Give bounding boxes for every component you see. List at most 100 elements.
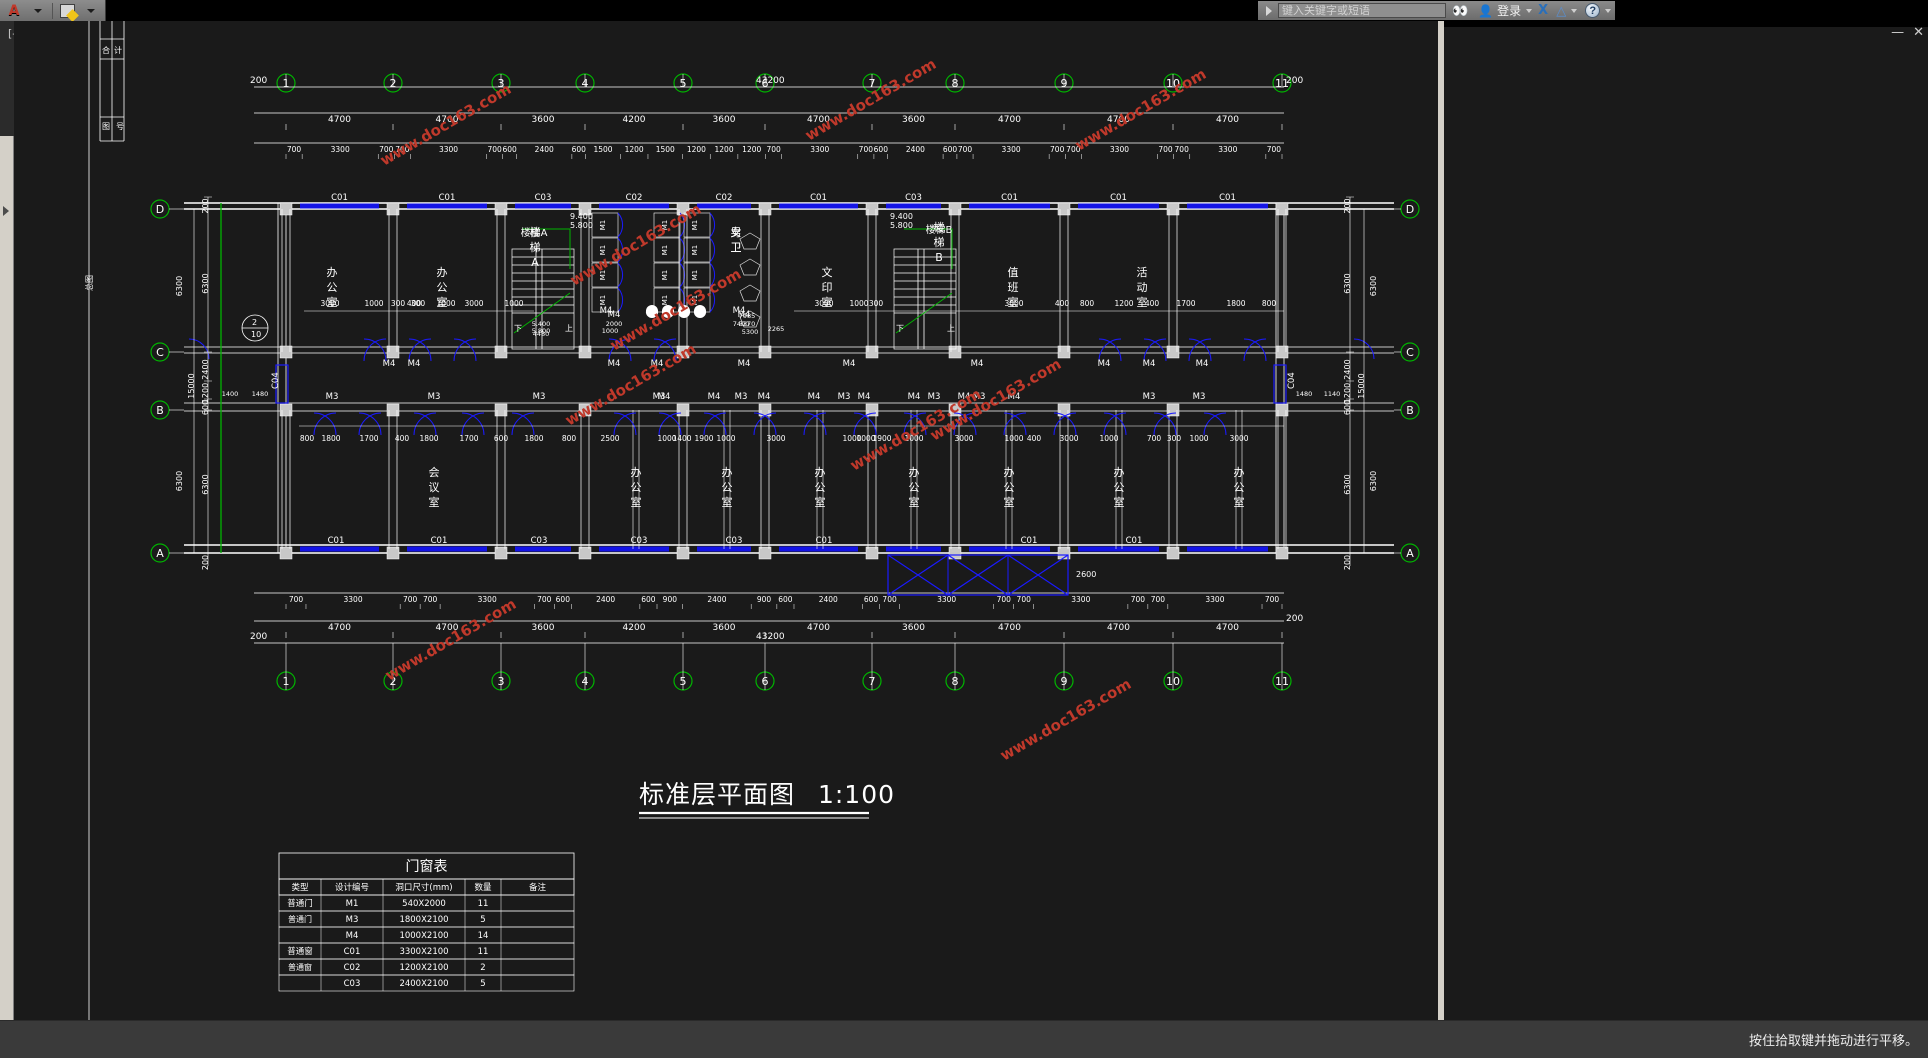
svg-text:3300: 3300 xyxy=(331,145,350,154)
account-chevron-down-icon[interactable] xyxy=(1526,8,1533,13)
door-swing-arcs xyxy=(188,338,1375,436)
drawing-title: 标准层平面图 xyxy=(639,780,795,809)
svg-text:1000: 1000 xyxy=(602,327,619,335)
room-label: 公 xyxy=(631,481,642,494)
svg-text:M3: M3 xyxy=(326,392,339,402)
schedule-cell: M4 xyxy=(346,931,359,941)
svg-text:700: 700 xyxy=(1158,145,1173,154)
help-chevron-down-icon[interactable] xyxy=(1605,8,1612,13)
svg-text:4700: 4700 xyxy=(1216,623,1239,633)
svg-text:1000: 1000 xyxy=(1004,434,1023,443)
svg-text:200: 200 xyxy=(1286,76,1303,86)
svg-text:6300: 6300 xyxy=(175,276,184,296)
user-avatar-icon[interactable]: 👤 xyxy=(1478,3,1494,18)
detail-reference-bubble[interactable]: 2 10 xyxy=(241,314,269,342)
svg-text:M1: M1 xyxy=(599,295,607,306)
svg-text:700: 700 xyxy=(882,595,897,604)
cloud-chevron-down-icon[interactable] xyxy=(1571,8,1578,13)
svg-text:2500: 2500 xyxy=(600,434,619,443)
schedule-cell: M1 xyxy=(346,899,359,909)
svg-text:1480: 1480 xyxy=(252,390,269,398)
svg-text:400: 400 xyxy=(395,434,410,443)
svg-text:200: 200 xyxy=(201,555,210,570)
help-icon[interactable]: ? xyxy=(1585,3,1601,18)
chevron-down-icon xyxy=(87,8,95,13)
search-icon[interactable]: 👀 xyxy=(1452,3,1469,18)
svg-text:1000: 1000 xyxy=(364,299,383,308)
svg-text:4700: 4700 xyxy=(1216,115,1239,125)
svg-text:700: 700 xyxy=(1066,145,1081,154)
svg-text:4200: 4200 xyxy=(623,115,646,125)
search-input[interactable]: 键入关键字或短语 xyxy=(1278,3,1446,18)
room-label: 公 xyxy=(1234,481,1245,494)
svg-text:400: 400 xyxy=(1055,299,1070,308)
svg-text:3300: 3300 xyxy=(439,145,458,154)
svg-text:700: 700 xyxy=(766,145,781,154)
sign-in-button[interactable]: 登录 xyxy=(1497,4,1522,18)
svg-text:600: 600 xyxy=(943,145,958,154)
close-icon[interactable]: ✕ xyxy=(1913,24,1924,40)
drawing-title-block: 标准层平面图 1:100 xyxy=(639,780,894,819)
svg-text:3300: 3300 xyxy=(1110,145,1129,154)
room-label: 室 xyxy=(1008,295,1019,309)
panel-expand-icon[interactable] xyxy=(3,206,9,216)
structural-columns xyxy=(279,202,1289,560)
svg-text:600: 600 xyxy=(502,145,517,154)
svg-text:3300: 3300 xyxy=(1002,145,1021,154)
svg-text:700: 700 xyxy=(1131,595,1146,604)
svg-text:下: 下 xyxy=(896,324,904,333)
exchange-app-icon[interactable]: X xyxy=(1538,3,1549,18)
svg-text:300: 300 xyxy=(391,299,406,308)
schedule-cell: 540X2000 xyxy=(402,899,446,909)
minimize-icon[interactable]: — xyxy=(1891,24,1905,40)
svg-text:M1: M1 xyxy=(661,220,669,231)
svg-text:15000: 15000 xyxy=(1357,373,1366,398)
svg-text:1000: 1000 xyxy=(657,434,676,443)
svg-text:700: 700 xyxy=(859,145,874,154)
svg-text:4700: 4700 xyxy=(807,115,830,125)
svg-text:5.800: 5.800 xyxy=(532,327,551,335)
schedule-cell: 3300X2100 xyxy=(399,947,448,957)
autodesk-360-icon[interactable]: △ xyxy=(1556,2,1567,18)
dimension-chain-top: 43200 200 200 xyxy=(250,76,1303,144)
stair-b: 9.400 5.800 下 上 xyxy=(890,212,957,350)
svg-text:M3: M3 xyxy=(735,392,748,402)
svg-text:M4: M4 xyxy=(908,392,921,402)
svg-text:3600: 3600 xyxy=(902,115,925,125)
svg-text:400: 400 xyxy=(1027,434,1042,443)
application-menu-dropdown[interactable] xyxy=(26,1,50,20)
schedule-cell: 5 xyxy=(480,915,485,925)
svg-text:4700: 4700 xyxy=(328,623,351,633)
svg-text:6300: 6300 xyxy=(1343,273,1352,293)
room-label: 梯 xyxy=(530,241,541,254)
svg-text:200: 200 xyxy=(1286,614,1303,624)
svg-text:M1: M1 xyxy=(691,295,699,306)
svg-text:C: C xyxy=(156,346,164,359)
svg-text:1900: 1900 xyxy=(694,434,713,443)
svg-text:2600: 2600 xyxy=(1076,570,1096,579)
search-expand-icon[interactable] xyxy=(1266,5,1272,16)
svg-text:C: C xyxy=(1406,346,1414,359)
svg-text:合: 合 xyxy=(102,45,110,55)
room-label: 印 xyxy=(822,281,833,294)
svg-text:400: 400 xyxy=(1145,299,1160,308)
svg-text:800: 800 xyxy=(562,434,577,443)
svg-text:1400: 1400 xyxy=(222,390,239,398)
room-label: 室 xyxy=(327,295,338,309)
svg-text:M1: M1 xyxy=(599,270,607,281)
right-palette-strip[interactable] xyxy=(1438,21,1444,1020)
quick-access-customize-button[interactable] xyxy=(79,1,103,20)
svg-text:3300: 3300 xyxy=(810,145,829,154)
svg-text:1000: 1000 xyxy=(436,299,455,308)
svg-text:200: 200 xyxy=(250,76,267,86)
svg-text:3300: 3300 xyxy=(937,595,956,604)
svg-text:700: 700 xyxy=(395,145,410,154)
svg-text:C03: C03 xyxy=(905,193,922,203)
save-button[interactable] xyxy=(55,1,79,20)
application-menu-button[interactable]: A xyxy=(2,1,26,20)
left-palette-strip[interactable] xyxy=(0,21,14,1058)
room-label: 室 xyxy=(631,495,642,509)
room-label: 室 xyxy=(1004,495,1015,509)
